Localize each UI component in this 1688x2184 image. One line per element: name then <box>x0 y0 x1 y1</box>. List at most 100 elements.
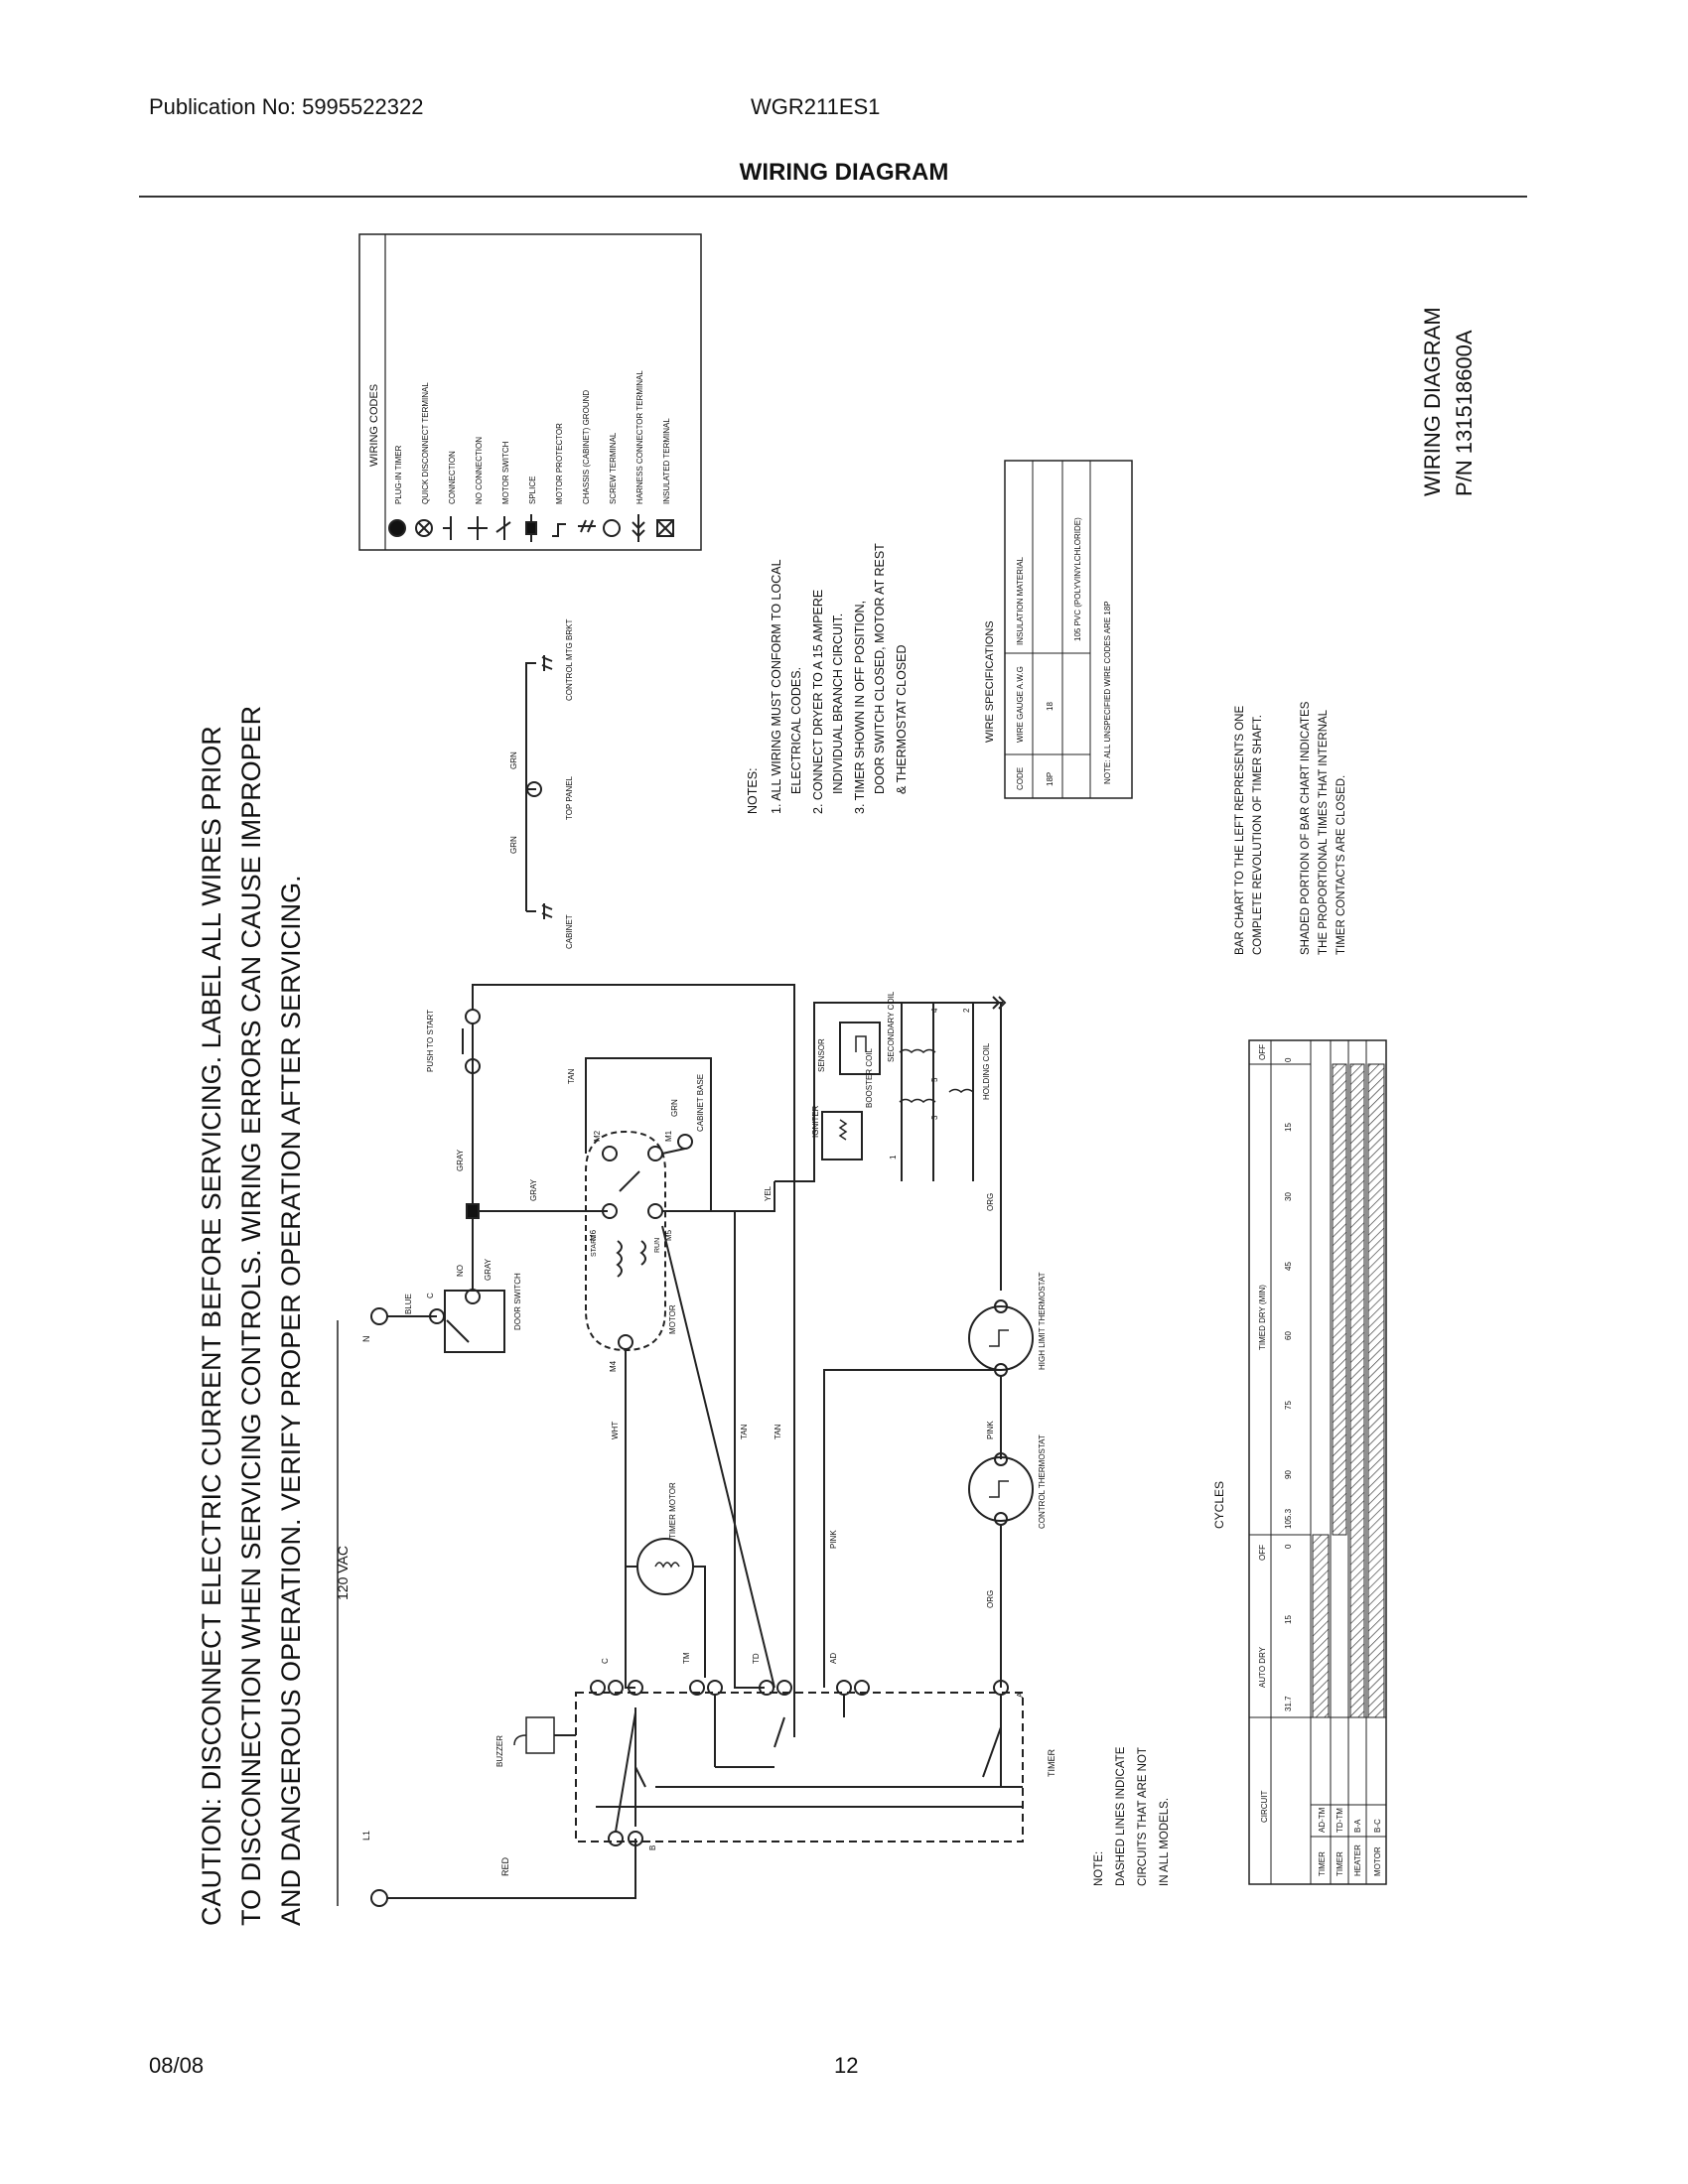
caution-text: CAUTION: DISCONNECT ELECTRIC CURRENT BEF… <box>197 706 306 1926</box>
wire-color-label: GRN <box>509 836 518 854</box>
control-thermostat-label: CONTROL THERMOSTAT <box>1038 1434 1047 1529</box>
sensor <box>839 1022 881 1075</box>
splice-icon <box>466 1203 480 1219</box>
bar-chart-note: SHADED PORTION OF BAR CHART INDICATES <box>1300 701 1312 955</box>
motor-label: MOTOR <box>668 1304 677 1334</box>
timer-terminal-label: C <box>601 1658 610 1664</box>
wire-color-label: TAN <box>774 1424 782 1439</box>
page-number: 12 <box>834 2053 859 2078</box>
footer-date: 08/08 <box>149 2053 205 2078</box>
diagram-id-title: WIRING DIAGRAM <box>1420 307 1445 496</box>
cycles-tick: 0 <box>1284 1057 1293 1062</box>
node-label: 5 <box>930 1077 939 1082</box>
motor-terminal-label: M6 <box>589 1229 598 1241</box>
bar-chart-note: TIMER CONTACTS ARE CLOSED. <box>1336 775 1347 955</box>
legend-label: CONNECTION <box>448 451 457 504</box>
buzzer-label: BUZZER <box>495 1735 504 1767</box>
publication-number: Publication No: 5995522322 <box>149 94 424 119</box>
cycles-tick: 0 <box>1284 1544 1293 1549</box>
diagram-id: WIRING DIAGRAM P/N 131518600A <box>1420 307 1477 496</box>
ground-straps: GRN GRN CABINET TOP PANEL CONTROL MTG BR… <box>509 619 574 949</box>
sensor-label: SENSOR <box>817 1038 826 1072</box>
wire-spec-note: NOTE: ALL UNSPECIFIED WIRE CODES ARE 18P <box>1103 601 1112 784</box>
wire-spec-header: INSULATION MATERIAL <box>1016 556 1025 645</box>
legend-box <box>358 233 702 551</box>
timer-terminals <box>590 1680 1009 1846</box>
timer-terminal-label: AD <box>829 1653 838 1664</box>
motor-terminal-label: M5 <box>664 1229 673 1241</box>
booster-coil-label: BOOSTER COIL <box>865 1047 874 1108</box>
cycles-tick: 15 <box>1284 1615 1293 1624</box>
legend-label: MOTOR SWITCH <box>501 441 510 504</box>
dashed-note-line: IN ALL MODELS. <box>1159 1798 1171 1886</box>
wire-color-label: PINK <box>829 1530 838 1549</box>
cycles-row-contact: AD-TM <box>1318 1807 1327 1833</box>
top-panel-label: TOP PANEL <box>565 775 574 820</box>
node-label: 2 <box>962 1008 971 1013</box>
splice-icon <box>525 514 537 542</box>
plug-in-timer-icon <box>388 519 406 537</box>
bar-motor <box>1367 1063 1385 1718</box>
push-to-start-label: PUSH TO START <box>426 1010 435 1072</box>
dashed-note-line: CIRCUITS THAT ARE NOT <box>1137 1747 1149 1886</box>
cycles-chart: CYCLES CIRCUIT AUTO DRY OFF TIMED DRY (M… <box>1212 1039 1387 1885</box>
legend-title: WIRING CODES <box>368 384 380 467</box>
timer-motor-label: TIMER MOTOR <box>668 1482 677 1539</box>
bar-td-tm <box>1332 1063 1347 1536</box>
igniter-label: IGNITER <box>811 1105 820 1138</box>
cycles-row-name: TIMER <box>1318 1851 1327 1876</box>
harness-connector-icon <box>632 514 645 542</box>
timer-terminal-label: TD <box>752 1653 761 1664</box>
motor-protector-icon <box>552 523 566 537</box>
bar-chart-note: THE PROPORTIONAL TIMES THAT INTERNAL <box>1318 709 1330 955</box>
wire-color-label: YEL <box>764 1185 773 1201</box>
timer-terminal-label: A <box>1016 1692 1025 1698</box>
cycles-circuit-header: CIRCUIT <box>1260 1790 1269 1823</box>
wire-color-label: GRAY <box>529 1178 538 1201</box>
control-mtg-label: CONTROL MTG BRKT <box>565 619 574 701</box>
caution-line-2: TO DISCONNECTION WHEN SERVICING CONTROLS… <box>236 706 266 1926</box>
wire-color-label: GRAY <box>456 1149 465 1171</box>
voltage-label: 120 VAC <box>335 1546 351 1600</box>
wire-spec-header: CODE <box>1016 767 1025 790</box>
cycles-group: AUTO DRY <box>1258 1646 1267 1688</box>
motor-switch-icon <box>495 516 511 540</box>
caution-line-1: CAUTION: DISCONNECT ELECTRIC CURRENT BEF… <box>197 726 226 1926</box>
cycles-group: OFF <box>1258 1044 1267 1060</box>
wire-color-label: TAN <box>740 1424 749 1439</box>
cycles-row-contact: TD-TM <box>1336 1808 1344 1833</box>
caution-line-3: AND DANGEROUS OPERATION. VERIFY PROPER O… <box>276 875 306 1926</box>
header-rule <box>139 196 1527 198</box>
wire-color-label: GRAY <box>484 1258 492 1281</box>
motor-run-label: RUN <box>654 1238 661 1253</box>
diagram-part-number: P/N 131518600A <box>1452 330 1477 496</box>
node-label: 3 <box>930 1115 939 1120</box>
timer-motor: TIMER MOTOR <box>625 1482 706 1678</box>
cycles-frame <box>1248 1039 1387 1885</box>
burner-block: IGNITER SENSOR BOOSTER COIL SECONDARY CO… <box>774 991 1007 1291</box>
cabinet-label: CABINET <box>565 914 574 949</box>
door-switch: BLUE C NO DOOR SWITCH <box>404 1211 522 1353</box>
cycles-tick: 105.3 <box>1284 1508 1293 1529</box>
node-label: 1 <box>889 1155 898 1160</box>
wire-color-label: ORG <box>986 1193 995 1211</box>
legend-label: HARNESS CONNECTOR TERMINAL <box>635 370 644 504</box>
wiring-codes-legend: WIRING CODES PLUG-IN TIMER QUICK DISCONN… <box>358 233 702 551</box>
dashed-lines-note: NOTE: DASHED LINES INDICATE CIRCUITS THA… <box>1093 1746 1171 1886</box>
page-title: WIRING DIAGRAM <box>739 159 949 186</box>
legend-label: QUICK DISCONNECT TERMINAL <box>421 382 430 504</box>
node-label: 4 <box>930 1008 939 1013</box>
motor-start-label: START <box>591 1234 598 1257</box>
bar-chart-note: COMPLETE REVOLUTION OF TIMER SHAFT. <box>1252 715 1264 955</box>
legend-label: CHASSIS (CABINET) GROUND <box>582 390 591 504</box>
motor-terminal-label: M2 <box>593 1130 602 1142</box>
buzzer: BUZZER <box>495 1716 576 1767</box>
cycles-row-name: TIMER <box>1336 1851 1344 1876</box>
bar-heater <box>1349 1063 1365 1718</box>
timer-terminal-label: B <box>648 1845 657 1850</box>
dashed-note-line: NOTE: <box>1093 1851 1105 1886</box>
cycles-tick: 75 <box>1284 1401 1293 1410</box>
legend-label: SCREW TERMINAL <box>609 432 618 504</box>
high-limit-thermostat: HIGH LIMIT THERMOSTAT ORG PINK <box>823 1193 1047 1688</box>
timer: C TM TD AD A B TIMER <box>575 1652 1056 1850</box>
